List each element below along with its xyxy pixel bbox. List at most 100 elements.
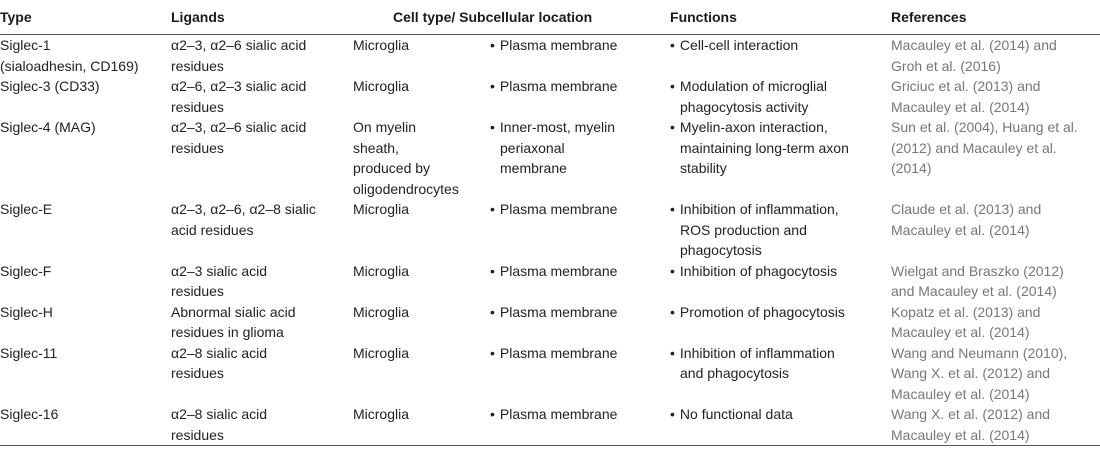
cell-ligands: α2–3, α2–6 sialic acid residues xyxy=(171,35,353,77)
cell-location: Plasma membrane xyxy=(490,199,670,261)
cell-references-line: Claude et al. (2013) and xyxy=(891,201,1042,217)
cell-ligands-line: residues xyxy=(171,426,224,443)
cell-location: Plasma membrane xyxy=(490,404,671,446)
cell-ligands-line: α2–6, α2–3 sialic acid xyxy=(171,78,307,94)
cell-celltype-line: produced by xyxy=(353,160,431,176)
cell-celltype: Microglia xyxy=(353,404,490,446)
cell-location: Plasma membrane xyxy=(490,76,670,117)
cell-functions: Cell-cell interaction xyxy=(670,35,891,77)
cell-location-line: Plasma membrane xyxy=(490,76,664,97)
cell-functions-line: phagocytosis xyxy=(680,242,762,258)
cell-ligands-line: residues xyxy=(171,365,224,381)
cell-type-line: Siglec-4 (MAG) xyxy=(0,119,96,135)
cell-celltype-line: Microglia xyxy=(353,344,410,361)
cell-location-line: Plasma membrane xyxy=(490,302,664,323)
cell-celltype: On myelin sheath, produced by oligodendrocy… xyxy=(353,117,490,199)
cell-references: Wang and Neumann (2010), Wang X. et al. (… xyxy=(891,343,1100,405)
cell-location-line: membrane xyxy=(500,160,567,176)
cell-type-line: Siglec-F xyxy=(0,262,52,279)
cell-type: Siglec-E xyxy=(0,199,171,261)
cell-references-line: Griciuc et al. (2013) and xyxy=(891,78,1041,94)
cell-location-line: Plasma membrane xyxy=(490,404,664,425)
cell-ligands-line: residues xyxy=(171,98,224,115)
cell-references: Sun et al. (2004), Huang et al.(2012) an… xyxy=(891,117,1100,199)
cell-references-line: Macauley et al. (2014) and xyxy=(891,37,1057,53)
header-cell-location: Cell type/ Subcellular location xyxy=(353,0,671,35)
header-ligands: Ligands xyxy=(171,0,353,35)
table-row: Siglec-1(sialoadhesin, CD169)α2–3, α2–6 … xyxy=(0,35,1100,77)
cell-celltype: Microglia xyxy=(353,76,490,117)
cell-location-line: Plasma membrane xyxy=(490,35,664,56)
cell-celltype-line: On myelin xyxy=(353,119,417,135)
cell-type: Siglec-1(sialoadhesin, CD169) xyxy=(0,35,171,77)
cell-type-line: Siglec-1 xyxy=(0,37,51,53)
cell-references-line: Macauley et al. (2014) xyxy=(891,426,1030,443)
cell-ligands-line: α2–3, α2–6 sialic acid xyxy=(171,37,307,53)
cell-celltype-line: oligodendrocytes xyxy=(353,180,459,197)
cell-references-line: Macauley et al. (2014) xyxy=(891,385,1030,402)
cell-functions: Promotion of phagocytosis xyxy=(670,302,891,343)
cell-location: Plasma membrane xyxy=(490,302,670,343)
cell-functions-line: ROS production and xyxy=(680,221,807,238)
cell-references-line: Sun et al. (2004), Huang et al. xyxy=(891,119,1078,135)
cell-type: Siglec-11 xyxy=(0,343,171,405)
cell-ligands-line: residues xyxy=(171,139,224,156)
cell-location-line: Plasma membrane xyxy=(490,199,664,220)
cell-type: Siglec-F xyxy=(0,261,171,302)
cell-location-line: periaxonal xyxy=(500,139,565,156)
cell-functions-line: maintaining long-term axon xyxy=(680,139,849,156)
cell-ligands-line: α2–8 sialic acid xyxy=(171,344,268,361)
cell-references-line: Wang X. et al. (2012) and xyxy=(891,365,1051,381)
cell-references-line: Macauley et al. (2014) xyxy=(891,324,1030,340)
cell-celltype-line: Microglia xyxy=(353,262,410,279)
cell-ligands: α2–3, α2–6, α2–8 sialic acid residues xyxy=(171,199,353,261)
cell-celltype-line: Microglia xyxy=(353,78,410,94)
cell-type-line: Siglec-H xyxy=(0,303,53,320)
cell-references-line: Wang and Neumann (2010), xyxy=(891,344,1068,361)
cell-ligands-line: residues xyxy=(171,57,224,74)
cell-ligands-line: α2–3 sialic acid xyxy=(171,262,268,279)
cell-celltype-line: sheath, xyxy=(353,139,399,156)
cell-references-line: (2014) xyxy=(891,160,932,176)
cell-functions-line: Inhibition of phagocytosis xyxy=(670,261,885,282)
cell-functions-line: phagocytosis activity xyxy=(680,98,809,115)
cell-type: Siglec-3 (CD33) xyxy=(0,76,171,117)
cell-type-line: Siglec-3 (CD33) xyxy=(0,78,100,94)
cell-ligands: α2–3, α2–6 sialic acid residues xyxy=(171,117,353,199)
cell-ligands-line: α2–3, α2–6 sialic acid xyxy=(171,119,307,135)
cell-celltype-line: Microglia xyxy=(353,37,410,53)
cell-functions-line: and phagocytosis xyxy=(680,365,789,381)
cell-references-line: Wielgat and Braszko (2012) xyxy=(891,262,1064,279)
cell-functions-line: Myelin-axon interaction, xyxy=(670,117,885,138)
cell-functions-line: Cell-cell interaction xyxy=(670,35,885,56)
cell-celltype: Microglia xyxy=(353,199,490,261)
header-row: Type Ligands Cell type/ Subcellular loca… xyxy=(0,0,1100,35)
cell-type-line: Siglec-16 xyxy=(0,406,59,422)
cell-type: Siglec-H xyxy=(0,302,171,343)
cell-references-line: and Macauley et al. (2014) xyxy=(891,283,1057,299)
cell-location-line: Plasma membrane xyxy=(490,261,664,282)
cell-ligands-line: α2–3, α2–6, α2–8 sialic xyxy=(171,201,316,217)
header-type: Type xyxy=(0,0,171,35)
cell-celltype: Microglia xyxy=(353,261,490,302)
cell-references-line: Macauley et al. (2014) xyxy=(891,98,1030,115)
cell-celltype-line: Microglia xyxy=(353,201,410,217)
cell-ligands-line: acid residues xyxy=(171,221,254,238)
cell-celltype-line: Microglia xyxy=(353,303,410,320)
cell-functions: Myelin-axon interaction,maintaining long… xyxy=(670,117,891,199)
cell-functions-line: Promotion of phagocytosis xyxy=(670,302,885,323)
